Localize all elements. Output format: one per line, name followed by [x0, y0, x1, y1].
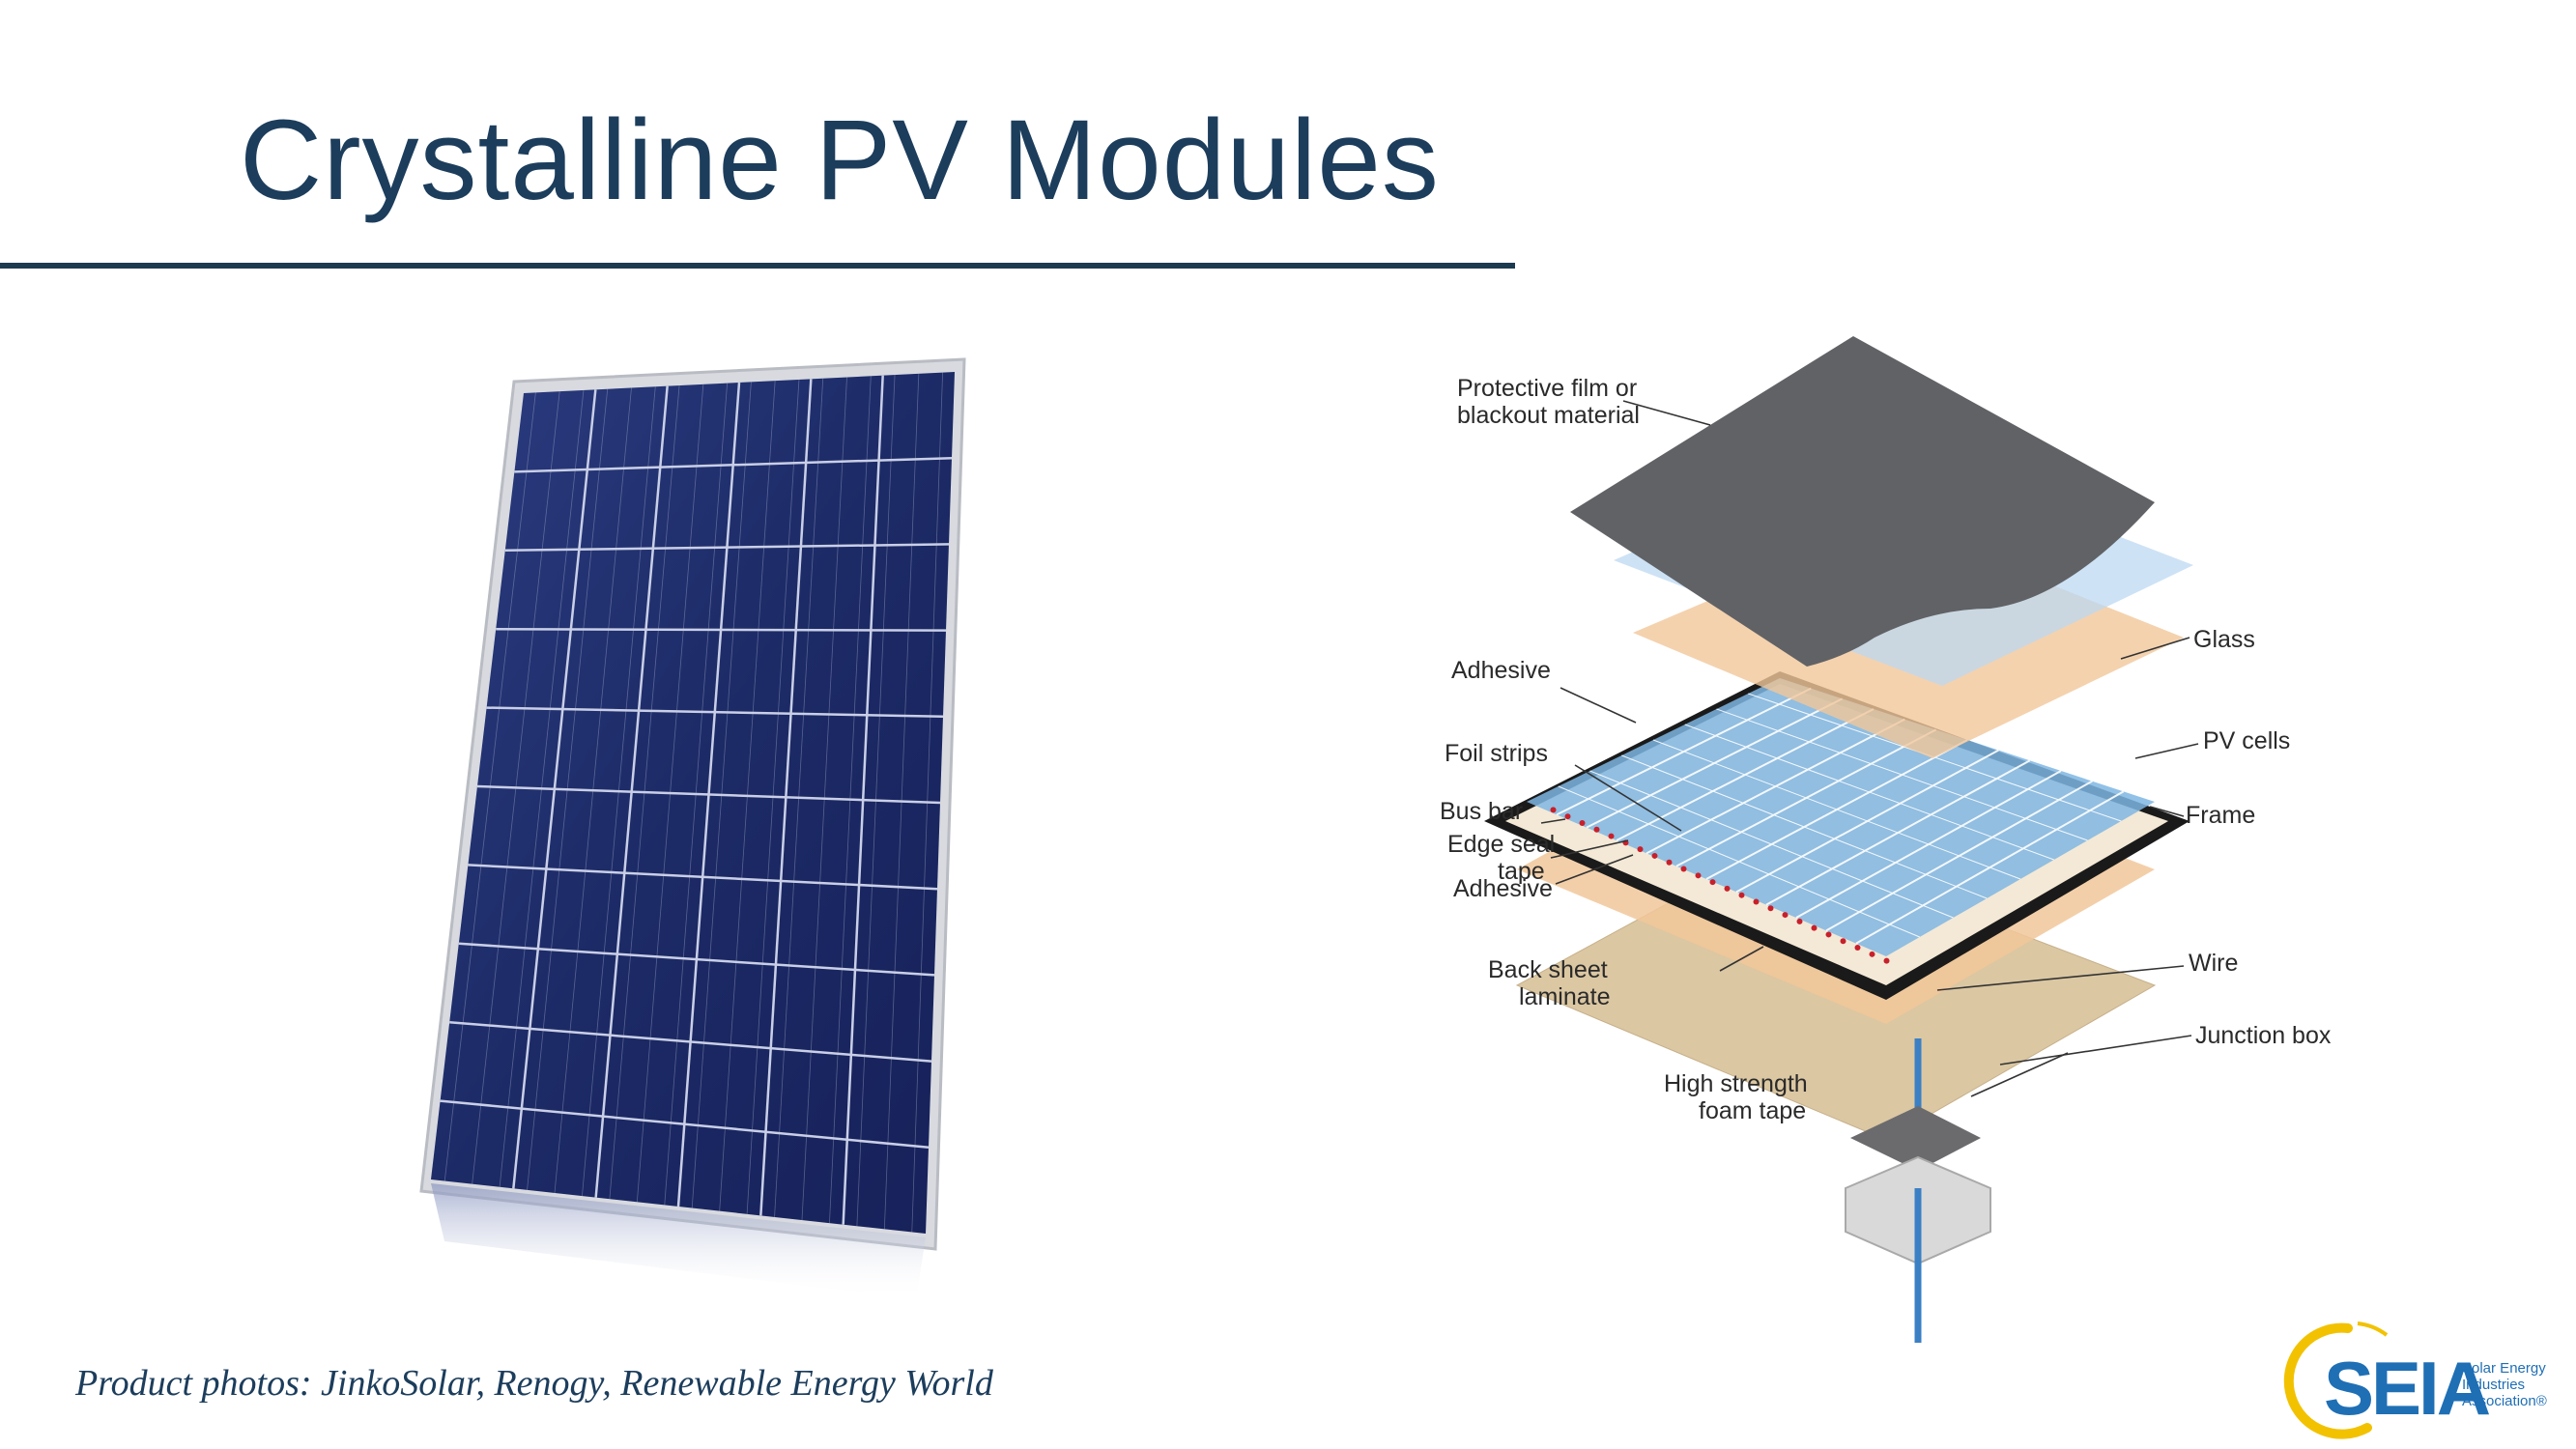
label-back-sheet: Back sheet	[1488, 956, 1608, 983]
cell-divider	[1748, 693, 2122, 822]
panel-grid-line	[496, 627, 947, 632]
bus-bar-dot	[1651, 852, 1658, 859]
label-glass: Glass	[2193, 626, 2255, 653]
bus-bar-dot	[1738, 892, 1745, 898]
cell-divider	[1558, 785, 1920, 938]
bus-bar-dot	[1796, 918, 1803, 924]
panel-grid-line	[476, 784, 941, 805]
seia-logo	[2283, 1321, 2389, 1439]
panel-finger-line	[499, 389, 585, 1187]
bus-bar-dot	[1709, 879, 1716, 886]
label-bus-bar: Bus bar	[1440, 798, 1523, 825]
label-foil-strips: Foil strips	[1445, 740, 1548, 767]
panel-finger-line	[856, 375, 896, 1227]
label-protective-film-2: blackout material	[1457, 402, 1640, 429]
cell-divider	[1589, 770, 1954, 919]
panel-finger-line	[801, 377, 847, 1221]
panel-finger-line	[719, 381, 776, 1211]
cell-divider	[1621, 754, 1988, 899]
bus-bar-dot	[1695, 872, 1702, 879]
panel-finger-line	[746, 379, 800, 1214]
label-pv-cells: PV cells	[2203, 727, 2290, 754]
photo-credit-caption: Product photos: JinkoSolar, Renogy, Rene…	[75, 1363, 993, 1404]
panel-finger-line	[829, 376, 872, 1224]
panel-grid-line	[458, 942, 935, 977]
solar-panel-photo	[419, 357, 966, 1299]
bus-bar-dot	[1608, 833, 1615, 839]
bus-bar-dot	[1564, 813, 1571, 820]
label-foam-tape-2: foam tape	[1699, 1097, 1806, 1124]
panel-finger-line	[609, 385, 680, 1200]
panel-finger-line	[527, 388, 609, 1190]
pv-cells-layer	[1527, 678, 2155, 956]
bus-bar-dot	[1840, 938, 1846, 945]
panel-grid-line	[504, 543, 950, 553]
panel-finger-line	[444, 392, 536, 1181]
label-back-sheet-2: laminate	[1519, 983, 1611, 1010]
bus-bar-dot	[1854, 945, 1861, 952]
seia-line-3: Association®	[2462, 1393, 2547, 1409]
panel-finger-line	[554, 387, 632, 1194]
panel-finger-line	[883, 373, 920, 1230]
slide-title: Crystalline PV Modules	[240, 97, 1440, 224]
seia-line-1: Solar Energy	[2462, 1360, 2546, 1377]
bus-bar-dot	[1883, 957, 1890, 964]
bus-bar-dot	[1593, 826, 1600, 833]
bus-bar-dot	[1579, 819, 1586, 826]
label-junction-box: Junction box	[2195, 1022, 2332, 1049]
panel-grid-line	[468, 864, 938, 891]
panel-finger-line	[636, 384, 704, 1203]
bus-bar-dot	[1811, 924, 1818, 931]
panel-finger-line	[664, 383, 729, 1206]
cell-divider	[1716, 708, 2088, 841]
panel-grid-line	[514, 456, 953, 473]
label-frame: Frame	[2186, 802, 2255, 829]
label-adhesive-top: Adhesive	[1451, 657, 1551, 684]
bus-bar-dot	[1724, 885, 1731, 892]
protective-film-layer	[1570, 336, 2155, 667]
panel-finger-line	[582, 386, 656, 1197]
panel-finger-line	[691, 382, 752, 1208]
bus-bar-dot	[1782, 912, 1789, 919]
panel-grid-line	[449, 1020, 932, 1063]
cell-divider	[1652, 739, 2021, 880]
bus-bar-dot	[1550, 807, 1557, 813]
bus-bar-dot	[1666, 859, 1673, 866]
cell-divider	[1684, 724, 2054, 861]
label-edge-seal-2: tape	[1498, 858, 1545, 885]
label-adhesive-bottom: Adhesive	[1453, 875, 1553, 902]
title-underline	[0, 263, 1515, 269]
panel-grid-line	[486, 706, 944, 719]
bus-bar-dot	[1637, 846, 1644, 853]
bus-bar-dot	[1680, 866, 1687, 872]
panel-finger-line	[472, 391, 560, 1184]
label-foam-tape: High strength	[1664, 1070, 1808, 1097]
seia-logo-mark: SEIA	[2324, 1346, 2491, 1431]
bus-bar-dot	[1825, 931, 1832, 938]
panel-finger-line	[911, 372, 944, 1233]
bus-bar-dot	[1753, 898, 1760, 905]
seia-line-2: Industries	[2462, 1377, 2526, 1393]
bus-bar-dot	[1767, 905, 1774, 912]
label-edge-seal: Edge seal	[1447, 831, 1555, 858]
panel-grid-line	[440, 1099, 930, 1150]
foam-tape	[1850, 1106, 1981, 1171]
label-wire: Wire	[2189, 950, 2238, 977]
bus-bar-dot	[1869, 951, 1875, 957]
module-layers-diagram: Protective film or blackout material Gla…	[1440, 336, 2332, 1343]
label-protective-film: Protective film or	[1457, 375, 1637, 402]
panel-finger-line	[774, 378, 824, 1217]
seia-logo-subtitle: Solar Energy Industries Association®	[2462, 1360, 2547, 1409]
